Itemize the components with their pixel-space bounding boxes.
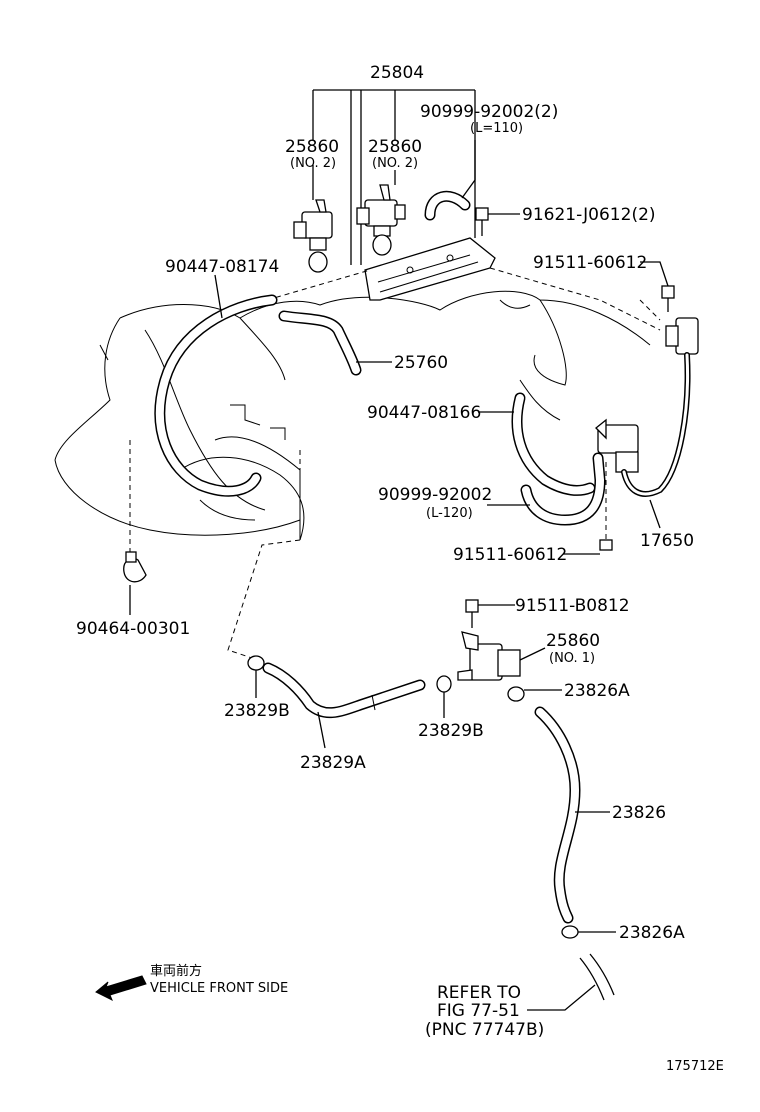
- callout-90999-92002-2-sub: (L=110): [470, 121, 523, 136]
- callout-23829B-left: 23829B: [224, 701, 290, 721]
- callout-90999-92002-2: 90999-92002(2): [420, 102, 558, 122]
- bolt-91511-60612-bot: [563, 539, 613, 555]
- callout-25760: 25760: [394, 353, 448, 373]
- callout-91511-60612-top: 91511-60612: [533, 253, 647, 273]
- front-arrow-japanese: 車両前方: [150, 963, 202, 979]
- vehicle-front-arrow: [95, 975, 147, 1002]
- callout-25860-c: 25860: [546, 631, 600, 651]
- vsv-25860-no2-left: [293, 199, 333, 273]
- bolt-91621: [475, 207, 520, 236]
- callout-17650: 17650: [640, 531, 694, 551]
- callout-90447-08166: 90447-08166: [367, 403, 481, 423]
- callout-25860-b-sub: (NO. 2): [372, 156, 418, 171]
- callout-91511-B0812: 91511-B0812: [515, 596, 630, 616]
- clamp-90464-00301: [123, 440, 147, 615]
- refer-line1: REFER TO: [437, 983, 521, 1003]
- callout-25860-a: 25860: [285, 137, 339, 157]
- leader-90999-2: [461, 140, 476, 199]
- bolt-91511-60612-top: [640, 261, 675, 312]
- callout-91621: 91621-J0612(2): [522, 205, 656, 225]
- callout-90999-92002: 90999-92002: [378, 485, 492, 505]
- callout-23826A-top: 23826A: [564, 681, 630, 701]
- clamp-23826A-bot: [561, 925, 616, 939]
- refer-line2: FIG 77-51: [437, 1001, 520, 1021]
- bracket-plate: [364, 237, 496, 301]
- front-arrow-english: VEHICLE FRONT SIDE: [150, 981, 288, 996]
- vsv-17650: [595, 317, 699, 529]
- callout-90999-92002-sub: (L-120): [426, 506, 473, 521]
- callout-90447-08174: 90447-08174: [165, 257, 279, 277]
- leader-90447-08174: [214, 274, 223, 319]
- callout-25860-b: 25860: [368, 137, 422, 157]
- callout-23829B-right: 23829B: [418, 721, 484, 741]
- refer-pipe: [527, 953, 615, 1011]
- callout-23829A: 23829A: [300, 753, 366, 773]
- hose-90447-08166: [511, 392, 596, 496]
- dashed-link-right: [489, 267, 661, 331]
- figure-id: 175712E: [666, 1059, 724, 1074]
- callout-23826: 23826: [612, 803, 666, 823]
- leader-23829A: [317, 711, 326, 749]
- clamp-23829B-left: [247, 655, 265, 698]
- callout-25804: 25804: [370, 63, 424, 83]
- refer-line3: (PNC 77747B): [425, 1020, 544, 1040]
- vsv-25860-no1: [457, 599, 546, 681]
- clamp-23826A-top: [507, 686, 562, 702]
- callout-91511-60612-bot: 91511-60612: [453, 545, 567, 565]
- dashed-link-lower: [227, 450, 301, 661]
- callout-25860-a-sub: (NO. 2): [290, 156, 336, 171]
- callout-90464-00301: 90464-00301: [76, 619, 190, 639]
- engine-outline: [54, 290, 661, 541]
- callout-25860-c-sub: (NO. 1): [549, 651, 595, 666]
- callout-23826A-bot: 23826A: [619, 923, 685, 943]
- clamp-23829B-right: [436, 675, 452, 718]
- vsv-25860-no2-right: [356, 184, 406, 256]
